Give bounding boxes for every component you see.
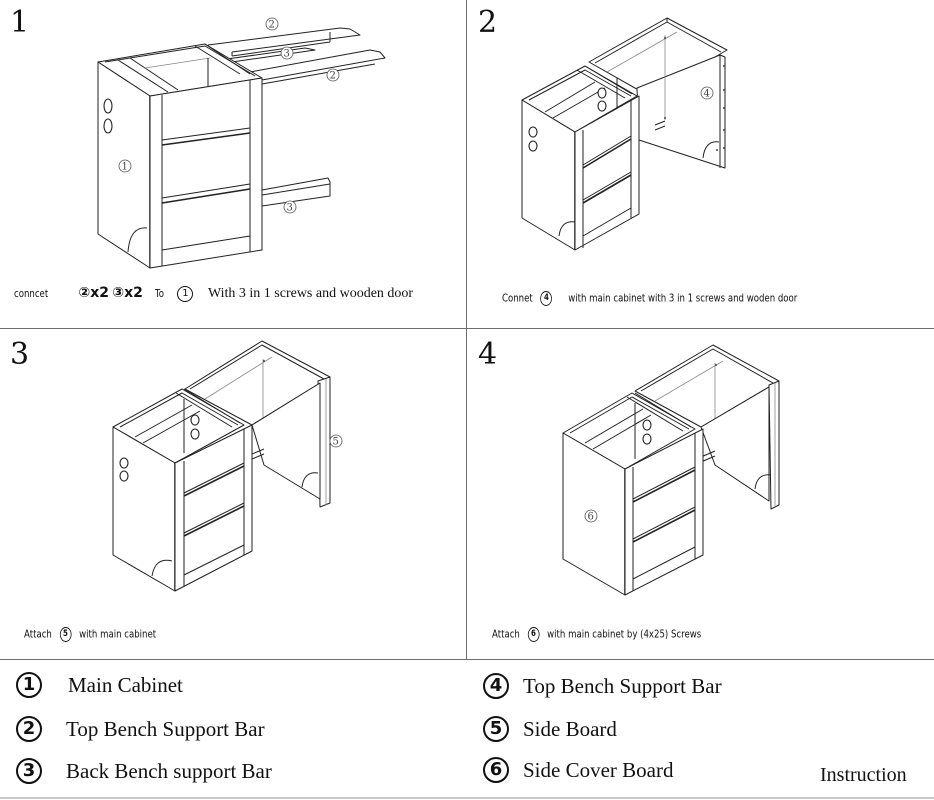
step-4-caption: Attach 6 with main cabinet by (4x25) Screw…	[492, 627, 701, 642]
part-label: 5	[329, 434, 343, 448]
svg-text:2: 2	[330, 71, 336, 82]
legend-item: 6 Side Cover Board	[483, 757, 673, 783]
caption-verb: Attach	[492, 627, 520, 641]
legend-item: 5 Side Board	[483, 716, 617, 742]
caption-verb: Attach	[24, 627, 52, 641]
cabinet-front	[574, 95, 640, 251]
step-3-drawing: 5	[112, 340, 343, 592]
svg-text:3: 3	[287, 203, 293, 214]
cabinet-front	[624, 428, 704, 596]
legend-number-badge: 5	[483, 716, 509, 742]
caption-target-badge: 1	[177, 286, 194, 303]
caption-part: ③x2	[112, 285, 143, 301]
part-label: 2	[326, 68, 340, 82]
caption-part-badge: 4	[540, 291, 553, 306]
legend-item: 4 Top Bench Support Bar	[483, 673, 722, 699]
cabinet-front	[149, 77, 263, 269]
caption-verb: Connet	[502, 291, 533, 305]
step-1-caption: conncet ②x2 ③x2 To 1 With 3 in 1 screws …	[14, 285, 414, 303]
legend-number-badge: 1	[16, 672, 42, 698]
legend-part-name: Side Board	[523, 716, 617, 741]
step-2-drawing: 4	[521, 17, 728, 251]
part-label: 1	[118, 159, 132, 173]
legend-part-name: Top Bench Support Bar	[66, 716, 265, 741]
legend-item: 1 Main Cabinet	[16, 672, 183, 698]
step-4-drawing: 6	[562, 344, 780, 596]
caption-tail: With 3 in 1 screws and wooden door	[207, 286, 414, 301]
step-1-drawing: 2 3 2 1 3	[97, 17, 386, 269]
legend-part-name: Side Cover Board	[523, 757, 674, 782]
caption-tail: with main cabinet with 3 in 1 screws and…	[568, 291, 798, 305]
caption-verb: conncet	[14, 287, 49, 300]
grid-divider-horizontal-bottom	[0, 659, 934, 660]
legend-number-badge: 4	[483, 673, 509, 699]
svg-text:5: 5	[333, 437, 339, 448]
legend-part-name: Top Bench Support Bar	[523, 673, 722, 698]
side-board	[768, 380, 780, 510]
caption-tail: with main cabinet by (4x25) Screws	[547, 627, 702, 641]
bottom-rule	[0, 797, 934, 799]
footer-instruction-label: Instruction	[820, 764, 907, 786]
bench-top	[588, 17, 728, 97]
svg-text:2: 2	[269, 20, 275, 31]
legend-item: 2 Top Bench Support Bar	[16, 716, 265, 742]
step-number: 4	[478, 337, 498, 372]
part-label: 6	[584, 509, 598, 523]
legend-number-badge: 3	[16, 758, 42, 784]
caption-part-badge: 6	[527, 627, 540, 642]
part-label: 3	[283, 200, 297, 214]
legend-part-name: Back Bench support Bar	[66, 758, 272, 783]
step-number: 3	[10, 337, 30, 372]
grid-divider-vertical	[466, 0, 467, 659]
svg-text:1: 1	[122, 162, 128, 173]
top-bench-bar-lower	[249, 49, 386, 81]
back-bench-bar-lower	[261, 177, 331, 207]
part-label: 3	[280, 46, 294, 60]
part-label: 4	[700, 86, 714, 100]
step-number: 1	[10, 5, 30, 40]
legend-part-name: Main Cabinet	[68, 672, 183, 697]
back-bench-bar-upper	[219, 47, 316, 63]
svg-text:3: 3	[284, 49, 290, 60]
cabinet-front	[174, 424, 253, 592]
svg-text:6: 6	[588, 512, 594, 523]
step-2-caption: Connet 4 with main cabinet with 3 in 1 sc…	[502, 291, 797, 306]
caption-part: ②x2	[78, 285, 109, 301]
legend-number-badge: 2	[16, 716, 42, 742]
caption-tail: with main cabinet	[79, 627, 157, 641]
legend-number-badge: 6	[483, 757, 509, 783]
legend-item: 3 Back Bench support Bar	[16, 758, 272, 784]
caption-to: To	[155, 287, 165, 300]
svg-text:4: 4	[704, 89, 710, 100]
top-bench-bar-upper	[207, 27, 361, 53]
step-number: 2	[478, 5, 498, 40]
step-3-caption: Attach 5 with main cabinet	[24, 627, 156, 642]
grid-divider-horizontal-top	[0, 328, 934, 329]
part-label: 2	[265, 17, 279, 31]
caption-part-badge: 5	[59, 627, 72, 642]
